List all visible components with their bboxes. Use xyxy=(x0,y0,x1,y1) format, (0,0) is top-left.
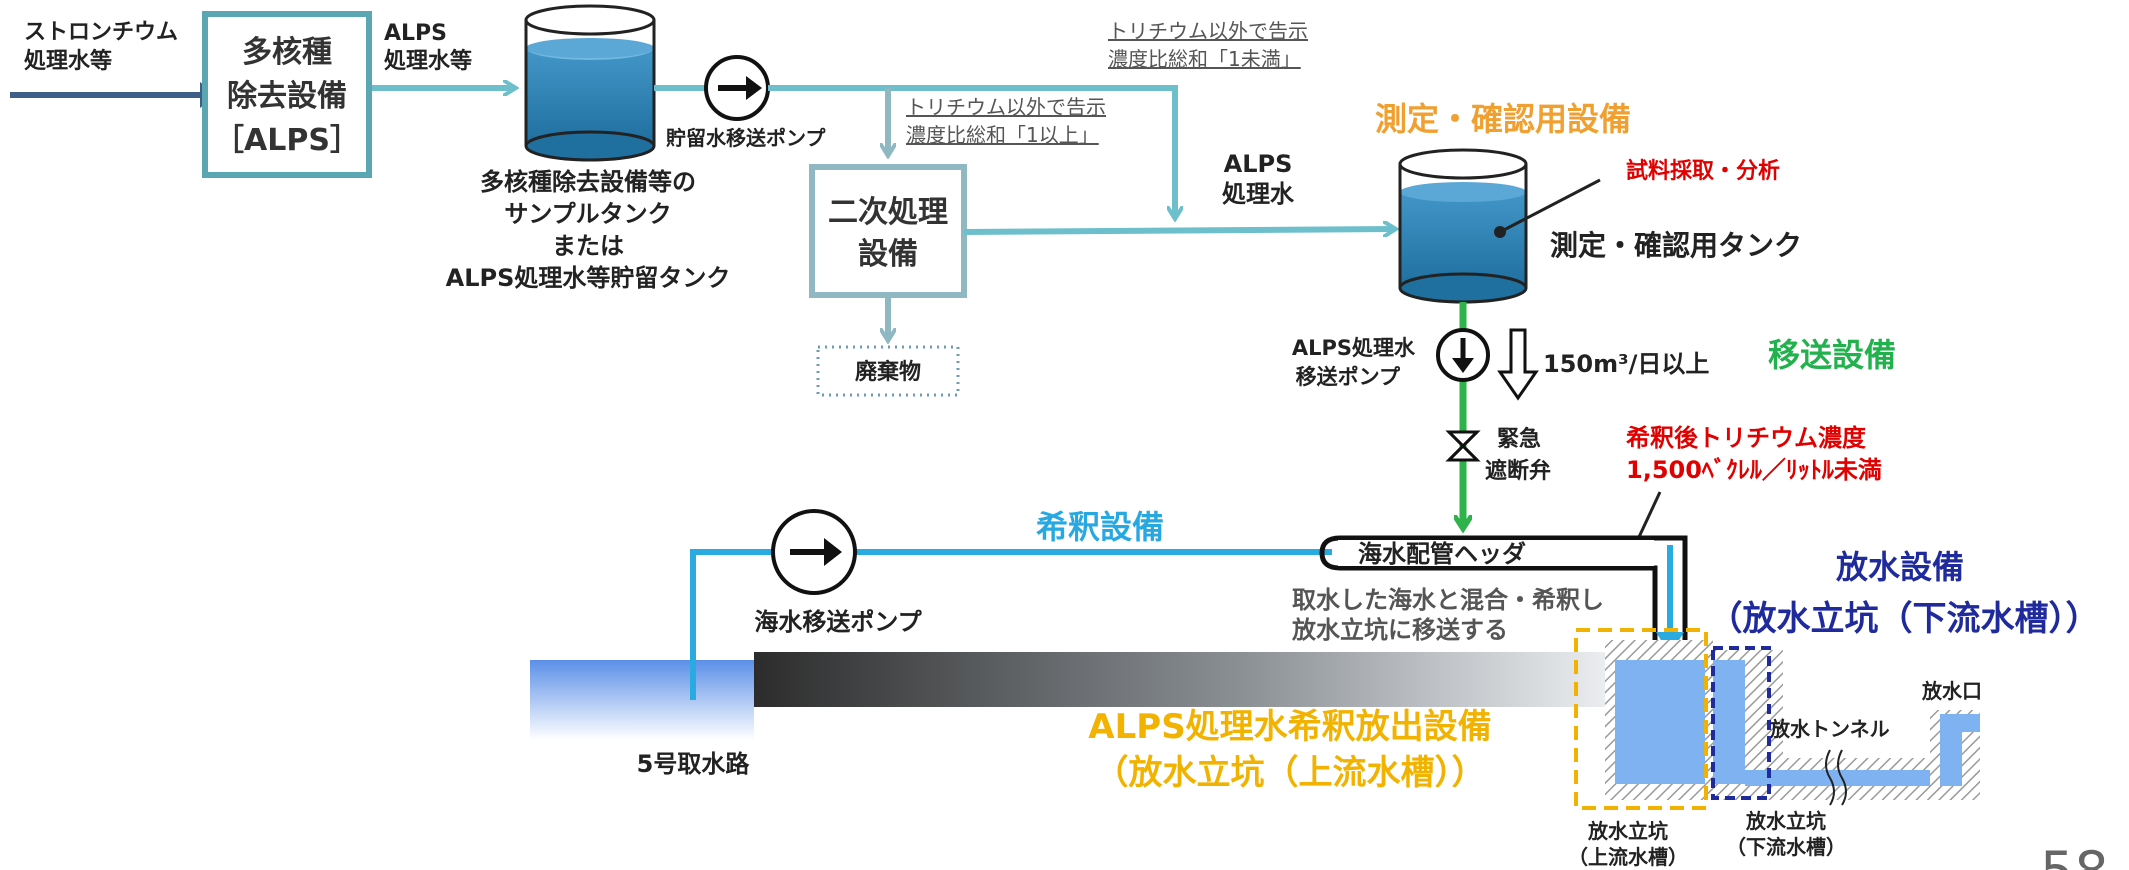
strontium-label-1: ストロンチウム xyxy=(24,20,178,45)
valve-label-1: 緊急 xyxy=(1497,426,1541,452)
alps-box-line-2: 除去設備 xyxy=(227,79,347,114)
note-ge1-line-1: トリチウム以外で告示 xyxy=(906,95,1106,119)
upstream-shaft xyxy=(1605,640,1713,800)
tank-label-3: または xyxy=(552,232,624,260)
measurement-tank xyxy=(1398,148,1601,304)
discharge-title-2: （放水立坑（下流水槽）） xyxy=(1709,599,2100,639)
tank-label-2: サンプルタンク xyxy=(504,200,671,228)
page-number: 58 xyxy=(2040,840,2109,870)
secondary-line-1: 二次処理 xyxy=(828,195,948,230)
secondary-line-2: 設備 xyxy=(858,237,918,272)
alps-box-line-3: ［ALPS］ xyxy=(214,123,360,158)
note-lt1-line-2: 濃度比総和「1未満」 xyxy=(1108,47,1301,71)
header-label: 海水配管ヘッダ xyxy=(1358,540,1526,568)
shaft-up-label-1: 放水立坑 xyxy=(1587,819,1668,843)
hollow-down-arrow-icon xyxy=(1497,328,1539,401)
waste-box xyxy=(816,345,960,397)
tunnel-label: 放水トンネル xyxy=(1769,717,1890,741)
note-lt1-line-1: トリチウム以外で告示 xyxy=(1108,19,1308,43)
sea-area xyxy=(530,660,754,740)
tritium-label-2: 1,500ﾍﾞｸﾚﾙ／ﾘｯﾄﾙ未満 xyxy=(1626,456,1882,484)
sampling-label: 試料採取・分析 xyxy=(1626,158,1780,184)
down-arrow-pump-icon xyxy=(1436,328,1490,382)
secondary-to-measure-pipe xyxy=(963,229,1395,232)
shaft-down-label-2: （下流水槽） xyxy=(1726,835,1846,859)
seawater-pump-label: 海水移送ポンプ xyxy=(754,608,922,636)
note-ge1-line-2: 濃度比総和「1以上」 xyxy=(906,123,1099,147)
shaft-down-label-1: 放水立坑 xyxy=(1745,809,1826,833)
release-title-2: （放水立坑（上流水槽）） xyxy=(1095,753,1486,793)
measure-tank-label: 測定・確認用タンク xyxy=(1550,229,1802,262)
seawater-pump-icon xyxy=(771,509,857,595)
seawater-header xyxy=(1319,535,1688,665)
outlet-label: 放水口 xyxy=(1921,679,1982,703)
measure-title: 測定・確認用設備 xyxy=(1375,100,1631,138)
alps-pump-label-2: 移送ポンプ xyxy=(1296,365,1401,389)
tank-label-4: ALPS処理水等貯留タンク xyxy=(446,264,731,292)
gate-valve-icon xyxy=(1445,430,1481,462)
waste-label: 廃棄物 xyxy=(855,359,921,385)
mix-note-1: 取水した海水と混合・希釈し xyxy=(1292,586,1604,614)
alps-water-label-2: 処理水 xyxy=(1222,180,1295,208)
alps-box xyxy=(202,11,372,178)
right-arrow-pump-icon xyxy=(704,55,770,121)
flow-rate-label: 150m³/日以上 xyxy=(1543,350,1709,378)
strontium-label-2: 処理水等 xyxy=(24,48,112,74)
tritium-label-1: 希釈後トリチウム濃度 xyxy=(1626,424,1867,452)
secondary-treatment-box xyxy=(809,164,967,298)
tank-label-1: 多核種除去設備等の xyxy=(480,168,696,196)
alps-pump-label-1: ALPS処理水 xyxy=(1292,336,1416,360)
ground-area xyxy=(754,652,1634,707)
mix-note-2: 放水立坑に移送する xyxy=(1291,616,1508,644)
dilution-label: 希釈設備 xyxy=(1036,508,1164,546)
alps-water-label-1: ALPS xyxy=(1224,150,1293,178)
transfer-equipment-label: 移送設備 xyxy=(1768,336,1896,374)
alps-treated-label-1: ALPS xyxy=(384,21,447,46)
discharge-title-1: 放水設備 xyxy=(1836,548,1964,586)
transfer-pump-label: 貯留水移送ポンプ xyxy=(666,126,826,150)
discharge-facility-frame xyxy=(1711,646,1771,800)
release-title-1: ALPS処理水希釈放出設備 xyxy=(1088,707,1491,747)
valve-label-2: 遮断弁 xyxy=(1485,458,1551,484)
alps-treated-label-2: 処理水等 xyxy=(384,48,472,74)
shaft-up-label-2: （上流水槽） xyxy=(1568,845,1688,869)
discharge-tunnel xyxy=(1745,710,1980,806)
storage-tank xyxy=(524,4,656,162)
alps-box-line-1: 多核種 xyxy=(242,35,332,70)
intake-label: 5号取水路 xyxy=(637,750,751,778)
